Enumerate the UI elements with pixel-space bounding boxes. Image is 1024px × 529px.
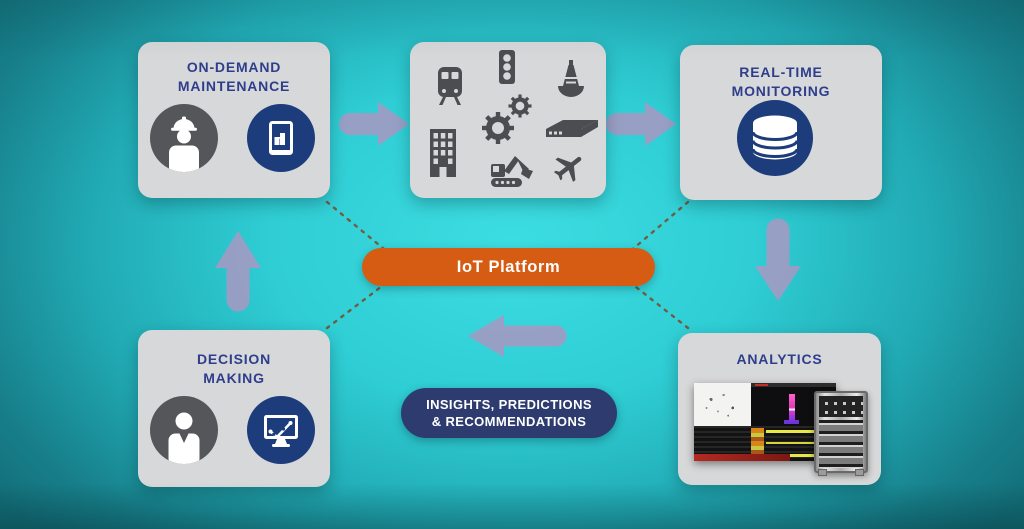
airplane-icon — [553, 156, 582, 182]
title-line: ANALYTICS — [736, 351, 823, 367]
box-title: DECISION MAKING — [138, 350, 330, 388]
device-icons — [430, 50, 598, 187]
server-box-icon — [546, 120, 598, 137]
title-line: MAKING — [203, 370, 265, 386]
dashboard-map-panel — [694, 383, 751, 426]
database-icon — [737, 100, 813, 176]
tablet-chart-icon — [247, 104, 315, 172]
dashed-link-maintenance-to-iot — [325, 200, 392, 256]
rack-vents — [819, 396, 863, 417]
box-title: REAL-TIME MONITORING — [680, 63, 882, 101]
title-line: DECISION — [196, 351, 272, 367]
box-real-time-monitoring: REAL-TIME MONITORING — [680, 45, 882, 200]
monitor-chart-icon — [247, 396, 315, 464]
insights-pill: INSIGHTS, PREDICTIONS & RECOMMENDATIONS — [401, 388, 617, 438]
arrow-monitoring-to-analytics — [755, 218, 801, 301]
dashed-link-monitoring-to-iot — [625, 200, 690, 256]
excavator-icon — [491, 156, 533, 187]
box-decision-making: DECISION MAKING — [138, 330, 330, 487]
title-line: MAINTENANCE — [177, 78, 291, 94]
dashed-link-decision-to-iot — [325, 278, 392, 330]
box-on-demand-maintenance: ON-DEMAND MAINTENANCE — [138, 42, 330, 198]
server-rack-image — [814, 391, 868, 476]
rack-slots — [819, 420, 863, 468]
arrow-analytics-to-decision — [468, 315, 567, 357]
iot-platform-pill: IoT Platform — [362, 248, 655, 286]
iot-platform-label: IoT Platform — [456, 257, 561, 276]
dashboard-magenta-bar — [789, 394, 795, 421]
dashboard-red-strip — [694, 454, 790, 461]
buoy-icon — [558, 60, 584, 97]
analytics-dashboard-image — [694, 383, 836, 461]
worker-icon — [150, 104, 218, 172]
arrow-devices-to-monitoring — [606, 102, 676, 146]
arrow-decision-to-maintenance — [215, 231, 261, 312]
dashed-link-analytics-to-iot — [625, 278, 690, 330]
box-analytics: ANALYTICS — [678, 333, 881, 485]
title-line: MONITORING — [731, 83, 831, 99]
insights-line: INSIGHTS, PREDICTIONS — [426, 397, 592, 412]
building-icon — [430, 129, 456, 177]
dashboard-status-cells — [751, 428, 764, 455]
gears-icon — [482, 94, 532, 144]
title-line: ON-DEMAND — [186, 59, 282, 75]
box-connected-devices — [410, 42, 606, 198]
insights-line: & RECOMMENDATIONS — [431, 414, 587, 429]
arrow-maintenance-to-devices — [339, 102, 409, 146]
box-title: ANALYTICS — [678, 350, 881, 369]
traffic-light-icon — [499, 50, 515, 84]
train-icon — [438, 67, 462, 105]
person-icon — [150, 396, 218, 464]
box-title: ON-DEMAND MAINTENANCE — [138, 58, 330, 96]
title-line: REAL-TIME — [739, 64, 823, 80]
